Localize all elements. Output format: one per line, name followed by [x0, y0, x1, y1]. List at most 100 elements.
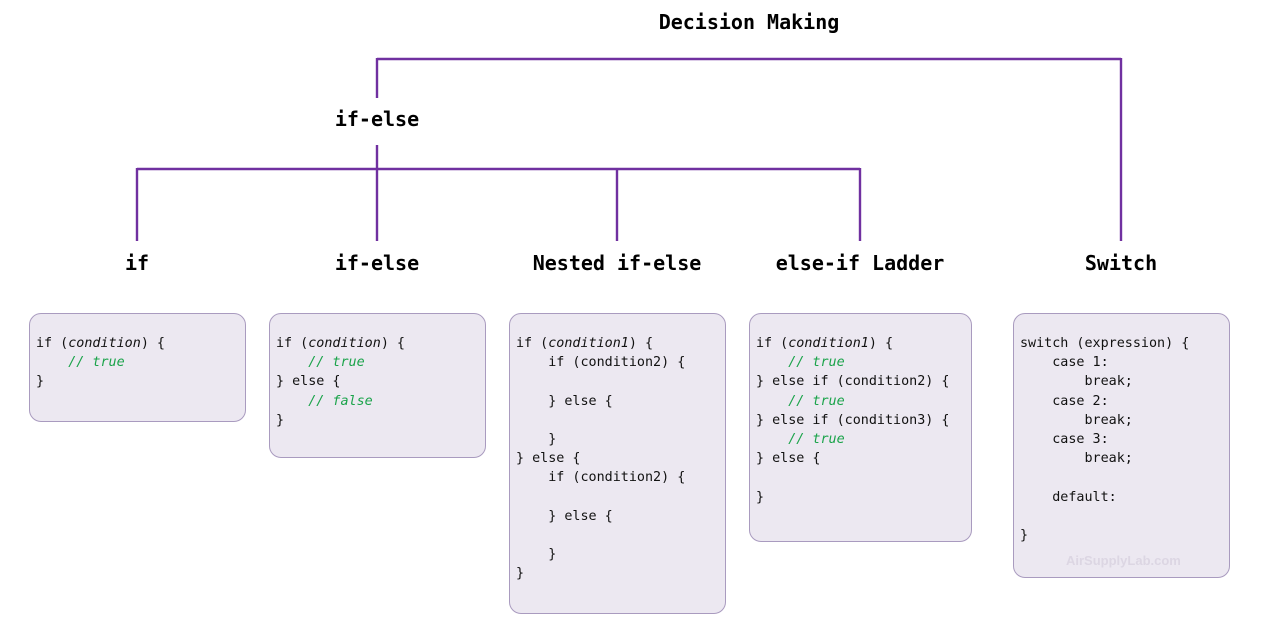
code-text: } else if (condition3) { [756, 412, 950, 428]
code-text: ) { [628, 336, 654, 351]
code-box-if: if (condition) { // true } [29, 313, 246, 422]
code-text: if (condition2) { [516, 470, 686, 486]
code-text: switch (expression) { [1020, 336, 1190, 351]
code-text: ) { [868, 336, 894, 351]
code-text: case 1: [1020, 355, 1109, 371]
code-line: // true [36, 355, 125, 371]
code-snippet-nested-if-else: if (condition1) { if (condition2) { } el… [516, 334, 685, 584]
code-text: condition1 [548, 336, 629, 351]
code-text: condition [68, 336, 141, 351]
node-nested-if-else: Nested if-else [532, 251, 702, 275]
node-switch: Switch [1084, 251, 1158, 275]
code-text: if ( [36, 336, 69, 351]
code-line: // true [276, 355, 365, 371]
code-text: } else { [516, 508, 613, 524]
code-line: break; [1020, 374, 1133, 390]
code-line: } else { [516, 509, 613, 524]
code-line: if (condition) { [276, 336, 405, 351]
code-text [756, 432, 788, 447]
node-if-else-group: if-else [330, 107, 424, 131]
code-text: if (condition2) { [516, 355, 686, 371]
code-text: } [36, 374, 45, 390]
code-line: if (condition) { [36, 336, 165, 351]
code-text: } [756, 489, 765, 505]
code-line: } else if (condition2) { [756, 374, 949, 389]
watermark: AirSupplyLab.com [1066, 553, 1181, 568]
node-else-if-ladder: else-if Ladder [775, 251, 945, 275]
code-text: default: [1020, 489, 1117, 505]
code-line: switch (expression) { [1020, 336, 1189, 351]
code-line: break; [1020, 412, 1133, 428]
code-line: } else { [276, 374, 341, 389]
code-box-else-if-ladder: if (condition1) { // true } else if (con… [749, 313, 972, 542]
code-text [756, 394, 788, 409]
code-text: } [1020, 528, 1029, 544]
code-comment: // true [788, 355, 845, 371]
code-text: } else { [756, 451, 821, 467]
code-line: } [516, 432, 556, 447]
code-text: } else { [276, 374, 341, 390]
code-line: } else if (condition3) { [756, 413, 949, 428]
code-text: case 3: [1020, 432, 1109, 448]
code-text: ) { [140, 336, 165, 351]
code-text: } [276, 412, 285, 428]
code-line: break; [1020, 451, 1133, 467]
code-box-switch: switch (expression) { case 1: break; cas… [1013, 313, 1230, 578]
code-text [276, 355, 308, 370]
code-comment: // true [308, 355, 365, 371]
code-line: } else { [516, 451, 581, 466]
code-snippet-switch: switch (expression) { case 1: break; cas… [1020, 334, 1189, 545]
code-line: } [276, 413, 284, 428]
code-line: case 1: [1020, 355, 1109, 371]
code-line: } [1020, 528, 1028, 543]
code-text: } else if (condition2) { [756, 374, 950, 390]
code-line: default: [1020, 490, 1117, 505]
code-text: break; [1020, 412, 1133, 428]
code-text: } [516, 432, 557, 448]
code-box-nested-if-else: if (condition1) { if (condition2) { } el… [509, 313, 726, 614]
code-line: } [516, 566, 524, 581]
code-line: } else { [756, 451, 821, 466]
code-text: if ( [516, 336, 549, 351]
code-line: if (condition2) { [516, 355, 685, 370]
code-comment: // false [308, 393, 373, 409]
code-text: if ( [756, 336, 789, 351]
code-text: condition1 [788, 336, 869, 351]
code-line: // false [276, 394, 373, 409]
code-line: // true [756, 432, 845, 448]
code-line: } else { [516, 394, 613, 409]
code-text: condition [308, 336, 381, 351]
diagram-title: Decision Making [658, 10, 840, 34]
code-snippet-if: if (condition) { // true } [36, 334, 165, 392]
code-text: } else { [516, 393, 613, 409]
code-text: } [516, 547, 557, 563]
code-text: } else { [516, 451, 581, 467]
code-line: case 2: [1020, 393, 1109, 409]
code-text [36, 355, 68, 370]
code-comment: // true [788, 432, 845, 448]
code-line: case 3: [1020, 432, 1109, 448]
code-line: } [516, 547, 556, 562]
code-text: if ( [276, 336, 309, 351]
code-text: ) { [380, 336, 405, 351]
code-line: if (condition1) { [756, 336, 893, 351]
code-snippet-if-else: if (condition) { // true } else { // fal… [276, 334, 405, 430]
node-if: if [124, 251, 150, 275]
code-line: if (condition1) { [516, 336, 653, 351]
code-text: } [516, 566, 525, 582]
code-snippet-else-if-ladder: if (condition1) { // true } else if (con… [756, 334, 949, 507]
code-text [756, 355, 788, 370]
code-line: // true [756, 355, 845, 371]
node-if-else: if-else [334, 251, 420, 275]
code-line: if (condition2) { [516, 470, 685, 485]
code-text: break; [1020, 451, 1133, 467]
code-text [276, 394, 308, 409]
code-text: case 2: [1020, 393, 1109, 409]
code-comment: // true [788, 393, 845, 409]
code-line: } [756, 490, 764, 505]
code-line: } [36, 374, 44, 389]
code-comment: // true [68, 355, 125, 371]
code-line: // true [756, 393, 845, 409]
code-text: break; [1020, 374, 1133, 390]
